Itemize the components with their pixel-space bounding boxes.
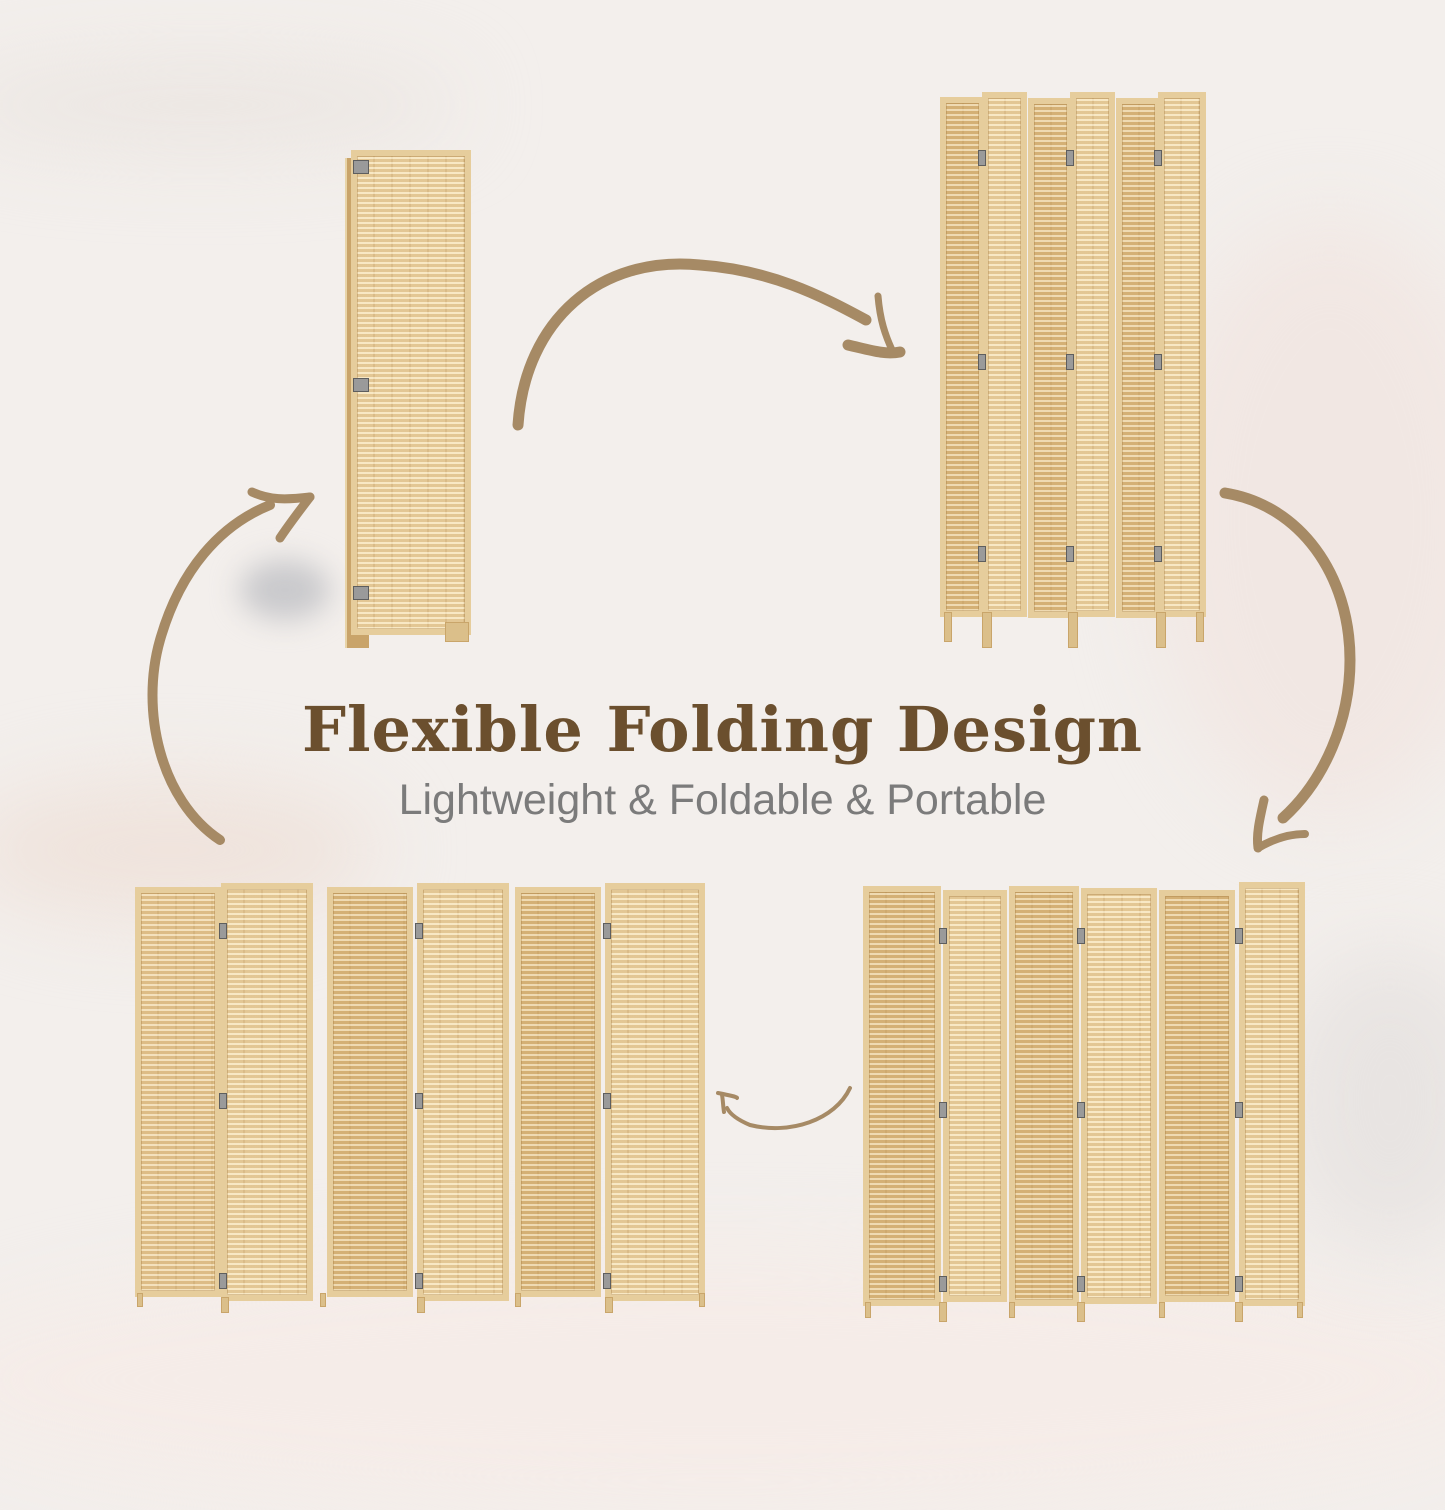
- fully-folded-screen: [345, 150, 475, 650]
- semi-open-screen: [863, 882, 1308, 1322]
- arrow-left-icon: [147, 500, 275, 845]
- arrow-left-head-icon: [247, 487, 315, 504]
- screen-panel: [1159, 890, 1235, 1302]
- screen-leg: [1196, 612, 1204, 642]
- hinge-icon: [1235, 1276, 1243, 1292]
- screen-panel: [605, 883, 705, 1301]
- screen-leg: [1235, 1302, 1243, 1322]
- hinge-icon: [1077, 1102, 1085, 1118]
- hinge-icon: [219, 1273, 227, 1289]
- hinge-icon: [939, 1276, 947, 1292]
- screen-leg: [939, 1302, 947, 1322]
- screen-leg: [1009, 1302, 1015, 1318]
- arrow-right-head-base-icon: [1254, 830, 1309, 852]
- arrow-bottom-icon: [725, 1086, 852, 1130]
- zigzag-folded-screen: [940, 92, 1210, 652]
- screen-panel: [1239, 882, 1305, 1306]
- bg-shelf-blur: [0, 60, 460, 150]
- screen-leg: [445, 622, 469, 642]
- hinge-icon: [939, 1102, 947, 1118]
- screen-leg: [982, 612, 992, 648]
- hinge-icon: [353, 586, 369, 600]
- hinge-icon: [1154, 546, 1162, 562]
- hinge-icon: [415, 1273, 423, 1289]
- hinge-icon: [353, 160, 369, 174]
- screen-leg: [221, 1297, 229, 1313]
- screen-panel: [351, 150, 471, 635]
- screen-leg: [1068, 612, 1078, 648]
- arrow-left-head-side-icon: [275, 492, 315, 543]
- screen-panel: [417, 883, 509, 1301]
- screen-panel: [1009, 886, 1079, 1306]
- fully-open-screen: [135, 883, 710, 1313]
- screen-leg: [1297, 1302, 1303, 1318]
- hinge-icon: [1154, 150, 1162, 166]
- screen-panel: [943, 890, 1007, 1302]
- screen-leg: [605, 1297, 613, 1313]
- hinge-icon: [1066, 150, 1074, 166]
- hinge-icon: [1154, 354, 1162, 370]
- arrow-bottom-head-stem-icon: [720, 1093, 726, 1114]
- screen-leg: [1159, 1302, 1165, 1318]
- hinge-icon: [353, 378, 369, 392]
- cycle-arrows: [147, 258, 1356, 1130]
- screen-panel: [940, 97, 985, 617]
- hinge-icon: [978, 546, 986, 562]
- arrow-top-icon: [512, 258, 872, 431]
- hinge-icon: [1066, 546, 1074, 562]
- hinge-icon: [1066, 354, 1074, 370]
- headline-title: Flexible Folding Design: [301, 693, 1144, 766]
- hinge-icon: [1077, 1276, 1085, 1292]
- screen-leg: [515, 1293, 521, 1307]
- hinge-icon: [603, 1093, 611, 1109]
- screen-panel: [135, 887, 221, 1297]
- hinge-icon: [219, 923, 227, 939]
- screen-leg: [865, 1302, 871, 1318]
- screen-leg: [1156, 612, 1166, 648]
- screen-panel: [1116, 98, 1161, 618]
- hinge-icon: [415, 1093, 423, 1109]
- screen-leg: [417, 1297, 425, 1313]
- hinge-icon: [978, 354, 986, 370]
- arrow-bottom-head-icon: [716, 1091, 740, 1100]
- headline-subtitle: Lightweight & Foldable & Portable: [398, 776, 1047, 824]
- screen-panel: [327, 887, 413, 1297]
- hinge-icon: [939, 928, 947, 944]
- bg-furniture-blur: [1280, 950, 1445, 1250]
- screen-leg: [944, 612, 952, 642]
- screen-panel: [1081, 888, 1157, 1304]
- hinge-icon: [1077, 928, 1085, 944]
- hinge-icon: [415, 923, 423, 939]
- bg-lamp-blur: [240, 560, 330, 620]
- hinge-icon: [603, 923, 611, 939]
- screen-panel: [1158, 92, 1206, 617]
- screen-leg: [1077, 1302, 1085, 1322]
- screen-panel: [221, 883, 313, 1301]
- hinge-icon: [978, 150, 986, 166]
- hinge-icon: [1235, 928, 1243, 944]
- screen-panel: [515, 887, 601, 1297]
- screen-panel: [863, 886, 941, 1306]
- arrow-top-head-icon: [874, 292, 897, 356]
- screen-leg: [699, 1293, 705, 1307]
- screen-panel: [982, 92, 1027, 617]
- hinge-icon: [603, 1273, 611, 1289]
- arrow-right-icon: [1219, 487, 1356, 824]
- hinge-icon: [219, 1093, 227, 1109]
- screen-leg: [320, 1293, 326, 1307]
- hinge-icon: [1235, 1102, 1243, 1118]
- arrow-top-head-base-icon: [842, 339, 906, 359]
- screen-leg: [137, 1293, 143, 1307]
